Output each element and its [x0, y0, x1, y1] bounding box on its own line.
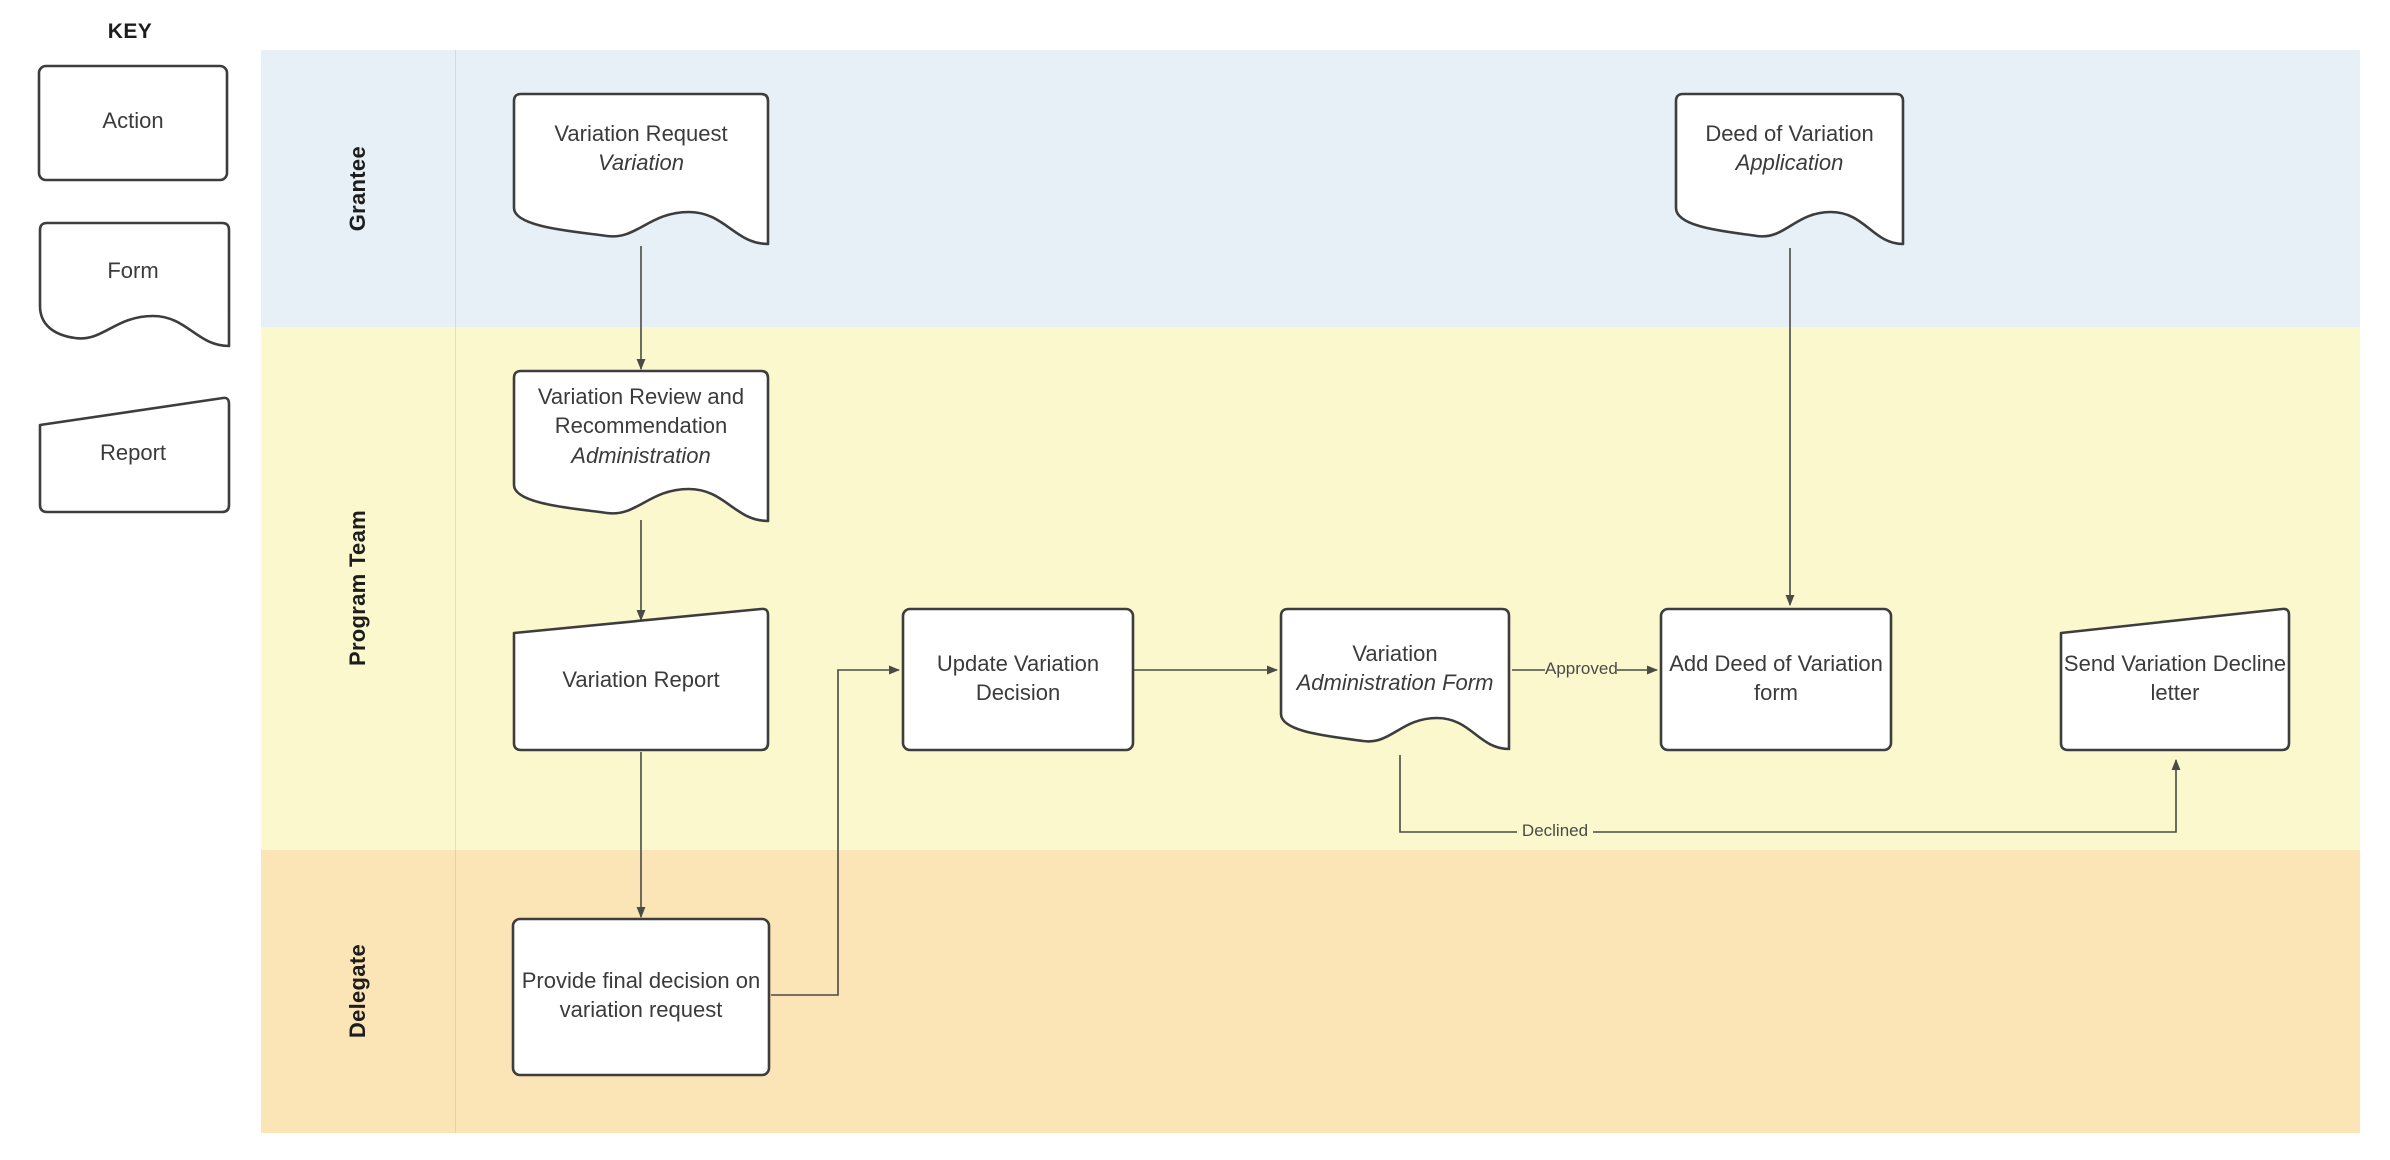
lane-divider	[455, 50, 456, 327]
form-shape-icon	[38, 221, 231, 348]
key-legend-panel: KEY Action Form Report	[0, 0, 260, 1160]
key-title: KEY	[107, 20, 153, 43]
action-shape-icon	[37, 64, 229, 182]
node-add-deed-of-variation-form[interactable]: Add Deed of Variation form	[1659, 607, 1893, 752]
action-shape-icon	[901, 607, 1135, 752]
node-provide-final-decision[interactable]: Provide final decision on variation requ…	[511, 917, 771, 1077]
key-label-report: Report	[99, 440, 167, 465]
form-shape-icon	[512, 369, 770, 523]
node-send-variation-decline-letter[interactable]: Send Variation Decline letter	[2058, 607, 2292, 752]
action-shape-icon	[1659, 607, 1893, 752]
key-label-form: Form	[107, 258, 159, 283]
key-label-action: Action	[102, 108, 164, 133]
swimlane-label-text: Program Team	[345, 510, 370, 667]
report-shape-icon	[2059, 607, 2291, 752]
swimlane-label-text: Delegate	[345, 944, 370, 1039]
swimlane-label-text: Grantee	[345, 145, 370, 232]
form-shape-icon	[512, 92, 770, 246]
report-shape-icon	[38, 396, 231, 514]
report-shape-icon	[512, 607, 770, 752]
node-variation-administration-form[interactable]: Variation Administration Form	[1278, 607, 1512, 755]
key-item-form: Form	[37, 220, 231, 352]
lane-divider	[455, 327, 456, 850]
node-variation-request[interactable]: Variation Request Variation	[511, 92, 771, 250]
node-variation-report[interactable]: Variation Report	[511, 607, 771, 752]
form-shape-icon	[1279, 607, 1511, 751]
node-variation-review[interactable]: Variation Review and Recommendation Admi…	[511, 369, 771, 527]
swimlane-label-grantee: Grantee	[261, 50, 455, 327]
node-deed-of-variation[interactable]: Deed of Variation Application	[1673, 92, 1906, 250]
lane-divider	[455, 850, 456, 1133]
action-shape-icon	[511, 917, 771, 1077]
swimlane-label-delegate: Delegate	[261, 850, 455, 1133]
edge-label-declined: Declined	[1521, 821, 1589, 840]
key-item-report: Report	[37, 395, 231, 515]
edge-label-approved: Approved	[1545, 659, 1618, 678]
key-item-action: Action	[37, 64, 229, 182]
node-update-variation-decision[interactable]: Update Variation Decision	[901, 607, 1135, 752]
form-shape-icon	[1674, 92, 1905, 246]
swimlane-label-program-team: Program Team	[261, 327, 455, 850]
